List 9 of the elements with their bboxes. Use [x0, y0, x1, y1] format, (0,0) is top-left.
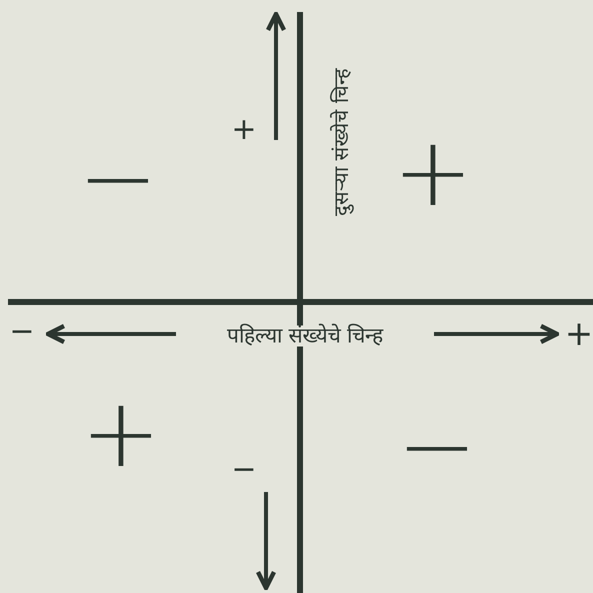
sign: + [231, 115, 257, 145]
quadrant-sign: − [396, 398, 478, 494]
quadrant-sign: + [80, 385, 162, 481]
quadrant-sign: + [392, 124, 474, 220]
axis-label: पहिल्या संख्येचे चिन्ह [226, 326, 384, 346]
sign: + [564, 317, 593, 351]
quadrant-sign: − [78, 130, 158, 226]
sign: − [231, 455, 257, 485]
sign: − [9, 317, 35, 347]
